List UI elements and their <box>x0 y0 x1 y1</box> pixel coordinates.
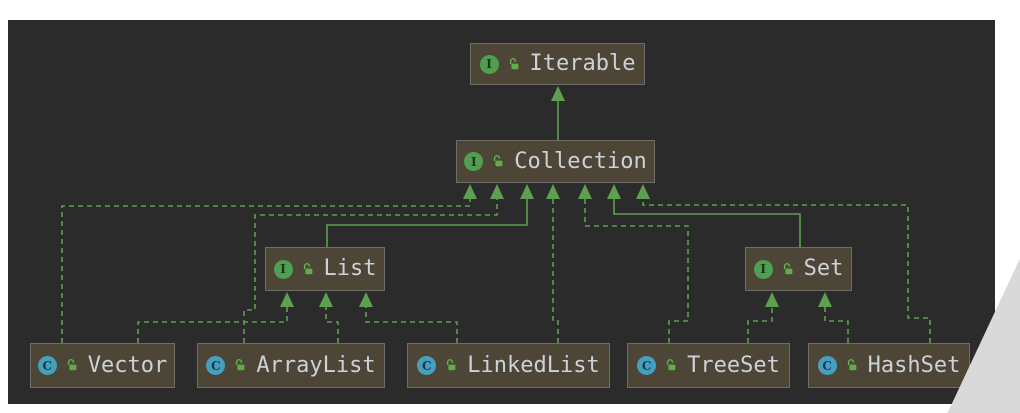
arrowhead-treeset-collection <box>578 184 592 199</box>
class-icon: C <box>417 356 437 375</box>
edge-linkedlist-list-implements <box>365 307 458 343</box>
interface-icon: I <box>273 259 293 279</box>
class-icon: C <box>817 356 837 375</box>
node-set[interactable]: I Set <box>745 247 852 291</box>
arrowhead-list-collection <box>520 184 534 199</box>
node-label-set: Set <box>803 256 844 281</box>
node-vector[interactable]: C Vector <box>30 343 175 388</box>
edge-treeset-set-implements <box>747 307 773 343</box>
arrowhead-treeset-set <box>765 292 779 307</box>
class-icon: C <box>206 356 226 375</box>
arrowhead-vector-collection <box>463 184 477 199</box>
node-label-linkedlist: LinkedList <box>467 352 600 378</box>
node-arraylist[interactable]: C ArrayList <box>197 343 385 388</box>
arrowhead-arraylist-collection <box>490 184 504 199</box>
node-label-collection: Collection <box>514 148 647 174</box>
arrowhead-hashset-set <box>818 292 832 307</box>
edge-linkedlist-collection-implements <box>552 199 559 343</box>
edge-arraylist-collection-implements <box>243 199 498 343</box>
node-label-treeset: TreeSet <box>687 352 780 378</box>
public-lock-icon <box>66 359 79 372</box>
edge-set-collection-extends <box>613 199 801 247</box>
node-label-vector: Vector <box>87 352 168 378</box>
arrowhead-hashset-collection <box>636 184 650 199</box>
edge-arraylist-list-implements <box>325 307 339 343</box>
node-label-list: List <box>323 256 377 281</box>
edge-hashset-collection-implements <box>642 199 931 343</box>
arrowhead-linkedlist-collection <box>546 184 560 199</box>
interface-icon: I <box>753 259 773 279</box>
node-hashset[interactable]: C HashSet <box>808 343 970 388</box>
node-label-hashset: HashSet <box>867 352 961 378</box>
public-lock-icon <box>782 262 795 276</box>
interface-icon: I <box>479 54 499 74</box>
edge-vector-list-implements <box>137 307 288 343</box>
edge-treeset-collection-implements <box>584 199 689 343</box>
public-lock-icon <box>302 262 315 276</box>
public-lock-icon <box>665 359 678 372</box>
public-lock-icon <box>492 155 505 168</box>
node-label-arraylist: ArrayList <box>256 352 376 378</box>
public-lock-icon <box>846 359 859 372</box>
arrowhead-set-collection <box>607 184 621 199</box>
arrowhead-arraylist-list <box>319 292 333 307</box>
arrowhead-collection-iterable <box>551 86 565 101</box>
class-icon: C <box>37 356 57 375</box>
public-lock-icon <box>508 57 521 71</box>
interface-icon: I <box>464 152 484 171</box>
edge-hashset-set-implements <box>824 307 849 343</box>
node-treeset[interactable]: C TreeSet <box>627 343 790 388</box>
arrowhead-linkedlist-list <box>359 292 373 307</box>
node-collection[interactable]: I Collection <box>456 140 655 183</box>
node-iterable[interactable]: I Iterable <box>470 43 645 85</box>
node-list[interactable]: I List <box>265 247 385 291</box>
public-lock-icon <box>234 359 247 372</box>
edge-list-collection-extends <box>326 199 528 247</box>
class-icon: C <box>637 356 657 375</box>
node-linkedlist[interactable]: C LinkedList <box>407 343 610 388</box>
node-label-iterable: Iterable <box>529 51 636 76</box>
arrowhead-vector-list <box>280 292 294 307</box>
public-lock-icon <box>445 359 458 372</box>
